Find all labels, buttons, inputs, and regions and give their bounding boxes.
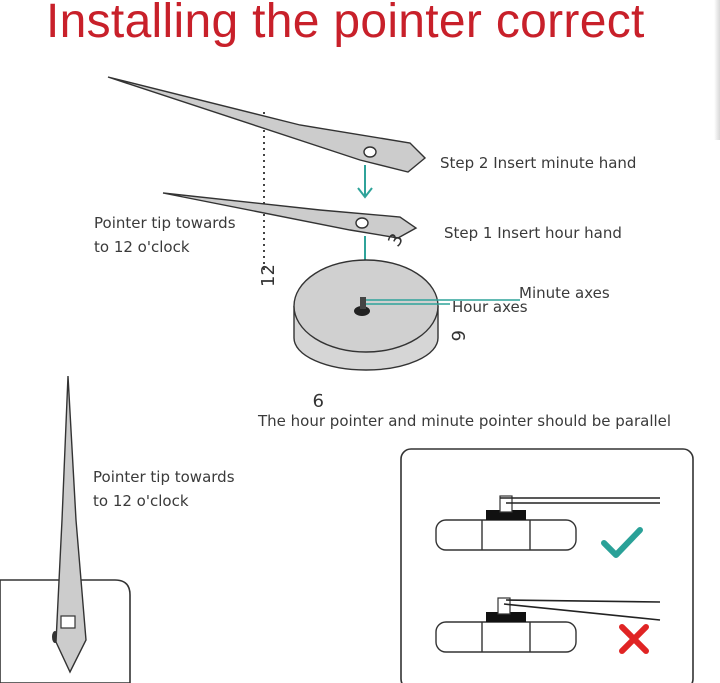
step2-label: Step 2 Insert minute hand bbox=[440, 154, 637, 172]
arrow-down-icon bbox=[357, 165, 373, 199]
correct-example bbox=[435, 495, 660, 551]
tip-top-line2: to 12 o'clock bbox=[94, 238, 190, 256]
page-title: Installing the pointer correct bbox=[46, 0, 645, 48]
check-icon bbox=[601, 527, 643, 558]
parallel-note: The hour pointer and minute pointer shou… bbox=[258, 412, 672, 430]
hand-clip-icon bbox=[60, 615, 76, 629]
spindle-shaft bbox=[360, 297, 366, 309]
cross-icon bbox=[619, 624, 649, 654]
dial-number-6: 6 bbox=[447, 330, 468, 341]
dial-number-9: 9 bbox=[313, 389, 324, 410]
hour-axes-label: Hour axes bbox=[452, 298, 528, 316]
minute-axes-label: Minute axes bbox=[519, 284, 610, 302]
vertical-hand bbox=[55, 375, 87, 674]
dial-number-12: 12 bbox=[258, 264, 279, 287]
hour-hand bbox=[162, 192, 418, 239]
step1-label: Step 1 Insert hour hand bbox=[444, 224, 622, 242]
screen-edge-shadow bbox=[714, 0, 720, 140]
wrong-example bbox=[435, 597, 661, 653]
minute-hand-hole-icon bbox=[363, 146, 377, 158]
tip-bottom-line2: to 12 o'clock bbox=[93, 492, 189, 510]
tip-top-line1: Pointer tip towards bbox=[94, 214, 236, 232]
hour-hand-hole-icon bbox=[355, 217, 369, 229]
tip-bottom-line1: Pointer tip towards bbox=[93, 468, 235, 486]
minute-hand bbox=[107, 76, 427, 173]
